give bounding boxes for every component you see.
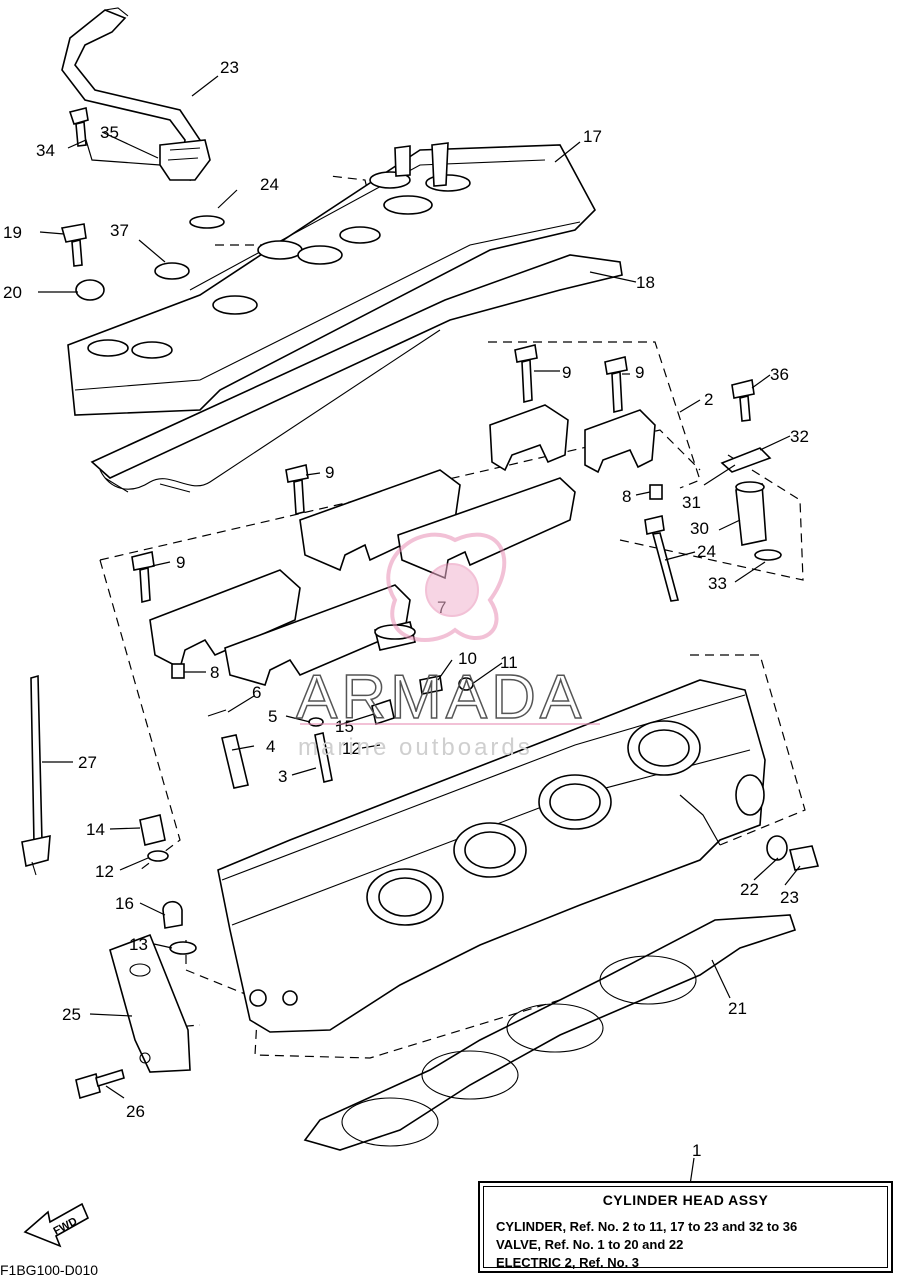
part-label-28: 23 [220,58,239,77]
part-label-29: 24 [260,175,279,194]
part-label-9-b: 9 [635,363,644,382]
head-gasket [303,914,797,1151]
breather-hose [61,7,211,182]
part-label-8-b: 8 [210,663,219,682]
part-label-9-d: 9 [176,553,185,572]
part-label-15: 15 [335,717,354,736]
part-label-3: 3 [278,767,287,786]
part-label-14: 14 [86,820,105,839]
info-line-cylinder: CYLINDER, Ref. No. 2 to 11, 17 to 23 and… [496,1219,798,1234]
part-label-9-a: 9 [562,363,571,382]
part-label-22: 22 [740,880,759,899]
part-label-17: 17 [583,127,602,146]
info-line-valve: VALVE, Ref. No. 1 to 20 and 22 [496,1237,684,1252]
fwd-arrow-icon: FWD [23,1202,90,1248]
part-label-32: 30 [690,519,709,538]
part-label-12-a: 12 [342,739,361,758]
part-label-37: 37 [110,221,129,240]
cam-cap-mid [299,469,576,580]
part-label-11: 11 [500,653,518,672]
grommet-20 [75,279,105,301]
watermark-logo-icon [300,532,600,725]
part-label-35: 33 [708,574,727,593]
part-label-26: 26 [126,1102,145,1121]
diagram-code: F1BG100-D010 [0,1262,99,1278]
part-label-24: 24 [697,542,716,561]
part-label-31: 35 [100,123,119,142]
part-label-4: 4 [266,737,275,756]
info-box: CYLINDER HEAD ASSY CYLINDER, Ref. No. 2 … [478,1181,893,1273]
bolt-24 [644,515,680,602]
o-ring-29 [189,215,225,229]
part-label-1: 1 [692,1141,701,1160]
plug-22-23 [766,835,820,871]
part-label-5: 5 [268,707,277,726]
watermark: ARMADA marine outboards [295,532,600,761]
grommet-37 [154,262,190,280]
part-label-34: 32 [790,427,809,446]
part-label-6: 6 [252,683,261,702]
cover-gasket [90,254,623,493]
sensor-parts [720,379,782,561]
cam-cap-upper-right [489,404,656,474]
watermark-tagline: marine outboards [298,734,533,761]
part-label-13: 13 [129,935,148,954]
bolt-19 [60,223,87,267]
part-label-30: 34 [36,141,55,160]
dipstick [21,674,51,876]
cylinder-head [217,679,766,1033]
part-label-12-b: 12 [95,862,114,881]
leader-lines [38,75,801,1186]
part-label-23: 23 [780,888,799,907]
part-label-2: 2 [704,390,713,409]
part-label-25: 25 [62,1005,81,1024]
bolt-26 [75,1068,125,1100]
part-label-36: 36 [770,365,789,384]
part-label-33: 31 [682,493,701,512]
part-label-19: 19 [3,223,22,242]
info-line-electric: ELECTRIC 2, Ref. No. 3 [496,1255,640,1270]
bolts-9 [131,344,628,604]
part-label-21: 21 [728,999,747,1018]
info-box-frame: CYLINDER HEAD ASSY CYLINDER, Ref. No. 2 … [483,1186,888,1270]
part-label-27: 27 [78,753,97,772]
valve-small-parts [139,621,474,955]
head-cover [67,142,596,416]
part-label-16: 16 [115,894,134,913]
bolt-30 [68,107,89,147]
cam-cap-lower [149,569,411,686]
watermark-brand: ARMADA [296,663,585,732]
part-label-9-c: 9 [325,463,334,482]
part-label-20: 20 [3,283,22,302]
dowels-8 [171,484,663,679]
part-label-10: 10 [458,649,477,668]
part-labels: 23 34 35 24 17 19 37 20 18 9 9 36 2 32 9… [3,58,809,1160]
part-label-8-a: 8 [622,487,631,506]
info-box-title: CYLINDER HEAD ASSY [602,1192,769,1208]
bracket-25 [109,933,191,1073]
part-label-18: 18 [636,273,655,292]
